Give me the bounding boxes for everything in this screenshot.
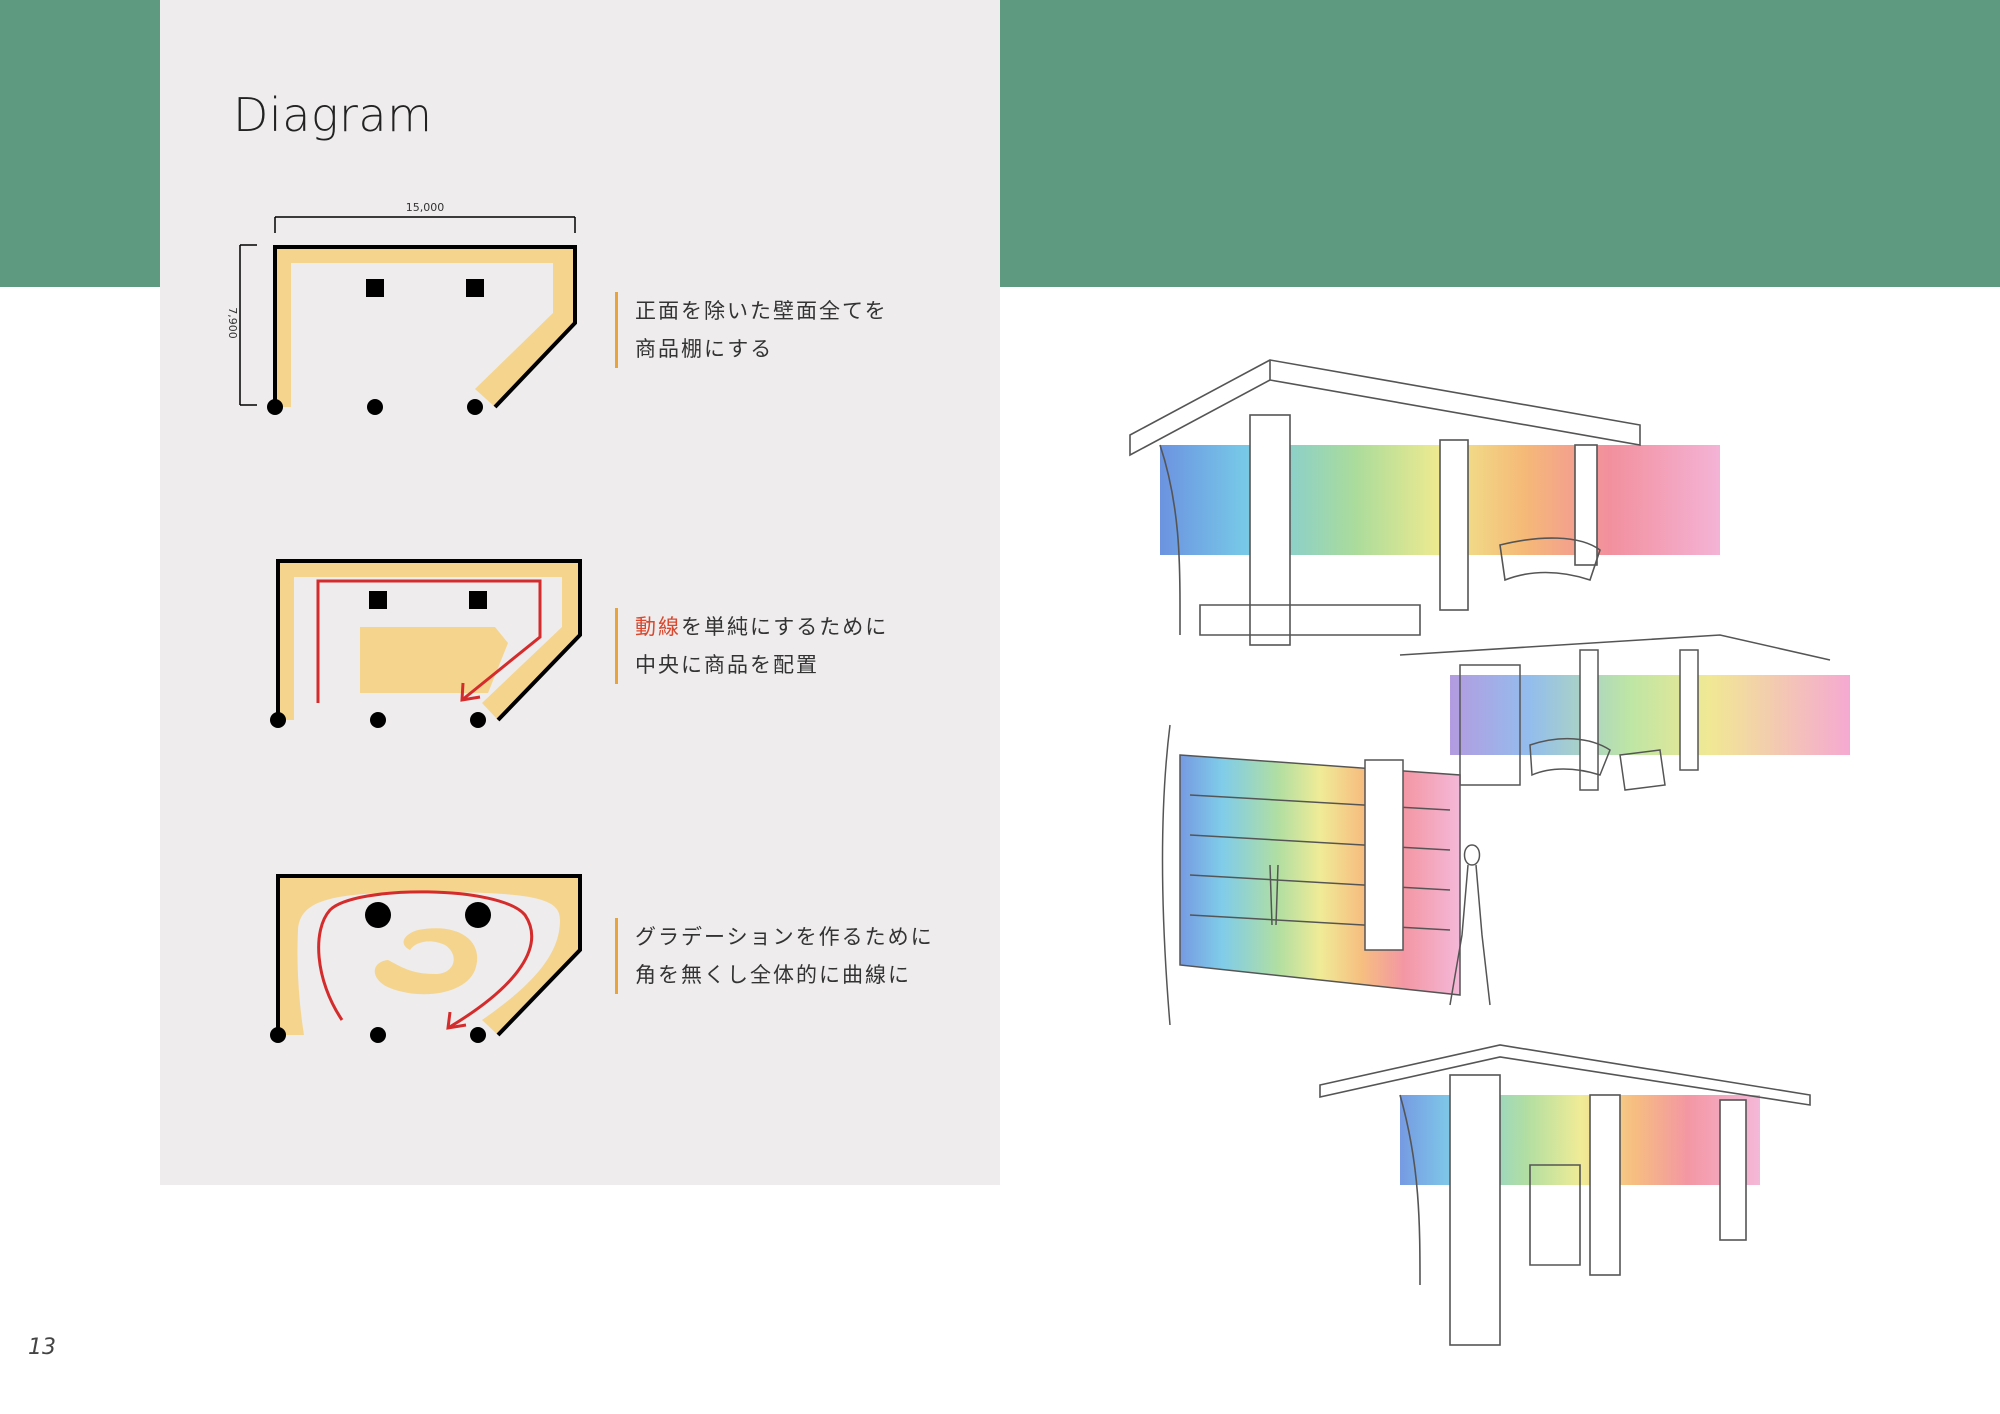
floor-plan-1: 15,000 7,900	[226, 201, 577, 415]
square-pillar	[369, 591, 387, 609]
wall-outline	[273, 245, 577, 409]
round-pillar-large	[465, 902, 491, 928]
dimension-lines	[239, 216, 576, 406]
interior-sketches	[1129, 359, 1850, 1346]
round-pillar-large	[365, 902, 391, 928]
depth-dimension-label: 7,900	[226, 307, 239, 339]
page-title: Diagram	[233, 88, 433, 142]
round-pillar	[267, 399, 283, 415]
page-number: 13	[28, 1335, 56, 1360]
customer-route	[316, 579, 542, 703]
round-pillar	[270, 712, 286, 728]
customer-route	[317, 890, 534, 1030]
route-arrowhead	[460, 682, 481, 702]
center-display-curved	[374, 928, 478, 995]
caption-step-1: 正面を除いた壁面全てを 商品棚にする	[615, 292, 888, 368]
wall-shelf	[275, 248, 573, 407]
highlight-keyword: 動線	[635, 615, 681, 639]
sketch-bottom	[1319, 1044, 1811, 1346]
wall-outline	[276, 874, 582, 1037]
floor-plan-2	[270, 559, 582, 728]
center-display	[360, 627, 508, 693]
round-pillar	[470, 712, 486, 728]
caption-step-3: グラデーションを作るために 角を無くし全体的に曲線に	[615, 918, 934, 994]
sketch-lower-left	[1161, 724, 1491, 1026]
width-dimension-label: 15,000	[406, 201, 445, 214]
floor-plan-3	[270, 874, 582, 1043]
wall-shelf	[278, 877, 578, 1035]
green-band-right	[1000, 0, 2000, 287]
green-band-left	[0, 0, 160, 287]
round-pillar	[467, 399, 483, 415]
square-pillar	[466, 279, 484, 297]
round-pillar	[270, 1027, 286, 1043]
round-pillar	[370, 1027, 386, 1043]
square-pillar	[366, 279, 384, 297]
round-pillar	[367, 399, 383, 415]
sketch-middle	[1399, 634, 1850, 791]
wall-outline	[276, 559, 582, 722]
square-pillar	[469, 591, 487, 609]
caption-step-2: 動線を単純にするために 中央に商品を配置	[615, 608, 888, 684]
sketch-top	[1129, 359, 1720, 646]
round-pillar	[470, 1027, 486, 1043]
round-pillar	[370, 712, 386, 728]
route-arrowhead	[446, 1011, 467, 1030]
